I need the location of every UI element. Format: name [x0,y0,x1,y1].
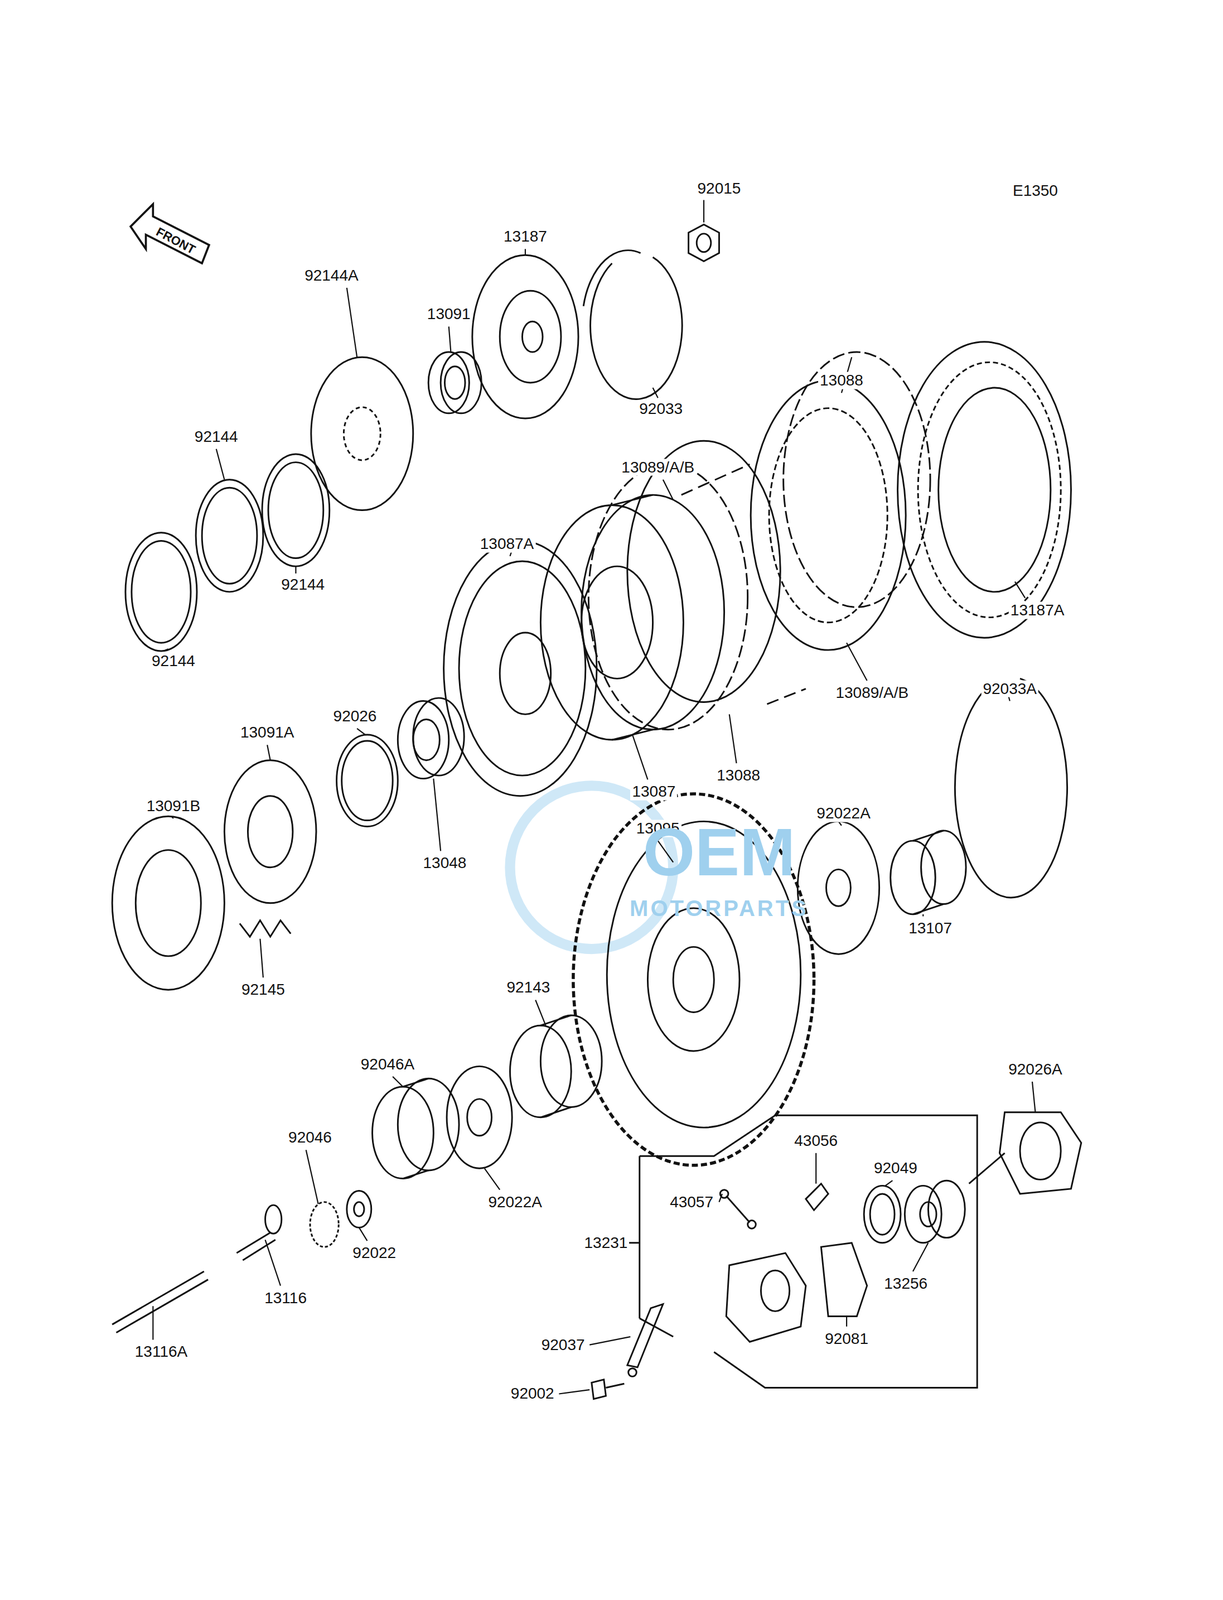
callout-number: 13089/A/B [833,684,911,702]
callout-number: 92022 [350,1244,398,1262]
callout-number: 43057 [668,1192,715,1211]
figure-code: E1350 [1011,182,1060,200]
callout-number: 13091B [144,797,203,815]
callout-number: 13048 [421,854,469,872]
callout-number: 92022A [814,804,873,822]
callout-number: 92145 [239,980,287,999]
callout-number: 92144A [302,266,361,284]
callout-number: 13107 [906,919,954,937]
callout-number: 13116 [262,1288,309,1307]
callout-number: 92081 [823,1329,870,1347]
callout-number: 92033 [637,400,685,418]
callout-number: 13256 [882,1274,930,1293]
callout-number: 13116A [133,1342,190,1361]
callout-number: 43056 [792,1131,840,1149]
callout-number: 92046A [359,1055,417,1073]
callout-number: 92022A [486,1192,544,1211]
callout-number: 92015 [695,180,743,198]
callout-number: 13088 [714,766,762,785]
callout-number: 92002 [509,1384,557,1403]
callout-number: 92144 [192,427,240,446]
callout-number: 92033A [980,679,1039,698]
callout-number: 13087 [630,782,678,801]
callout-number: 13088 [818,371,865,390]
callout-number: 13091 [425,305,473,323]
callout-number: 13231 [582,1233,630,1251]
callout-number: 13089/A/B [619,458,696,476]
callout-number: 92144 [279,576,327,594]
callout-number: 92143 [504,978,552,997]
callout-number: 92046 [286,1128,334,1147]
watermark: MOTORPARTS [627,895,811,921]
watermark: OEM [641,814,797,889]
callout-number: 13087A [478,534,536,553]
callout-number: 92037 [539,1335,587,1353]
callout-number: 13187 [501,228,549,246]
callout-number: 92026A [1006,1060,1065,1078]
callout-number: 92049 [872,1159,920,1177]
callout-number: 13091A [238,723,297,742]
callout-number: 92026 [331,707,379,725]
callout-number: 13187A [1008,601,1067,619]
callout-number: 92144 [150,652,197,670]
